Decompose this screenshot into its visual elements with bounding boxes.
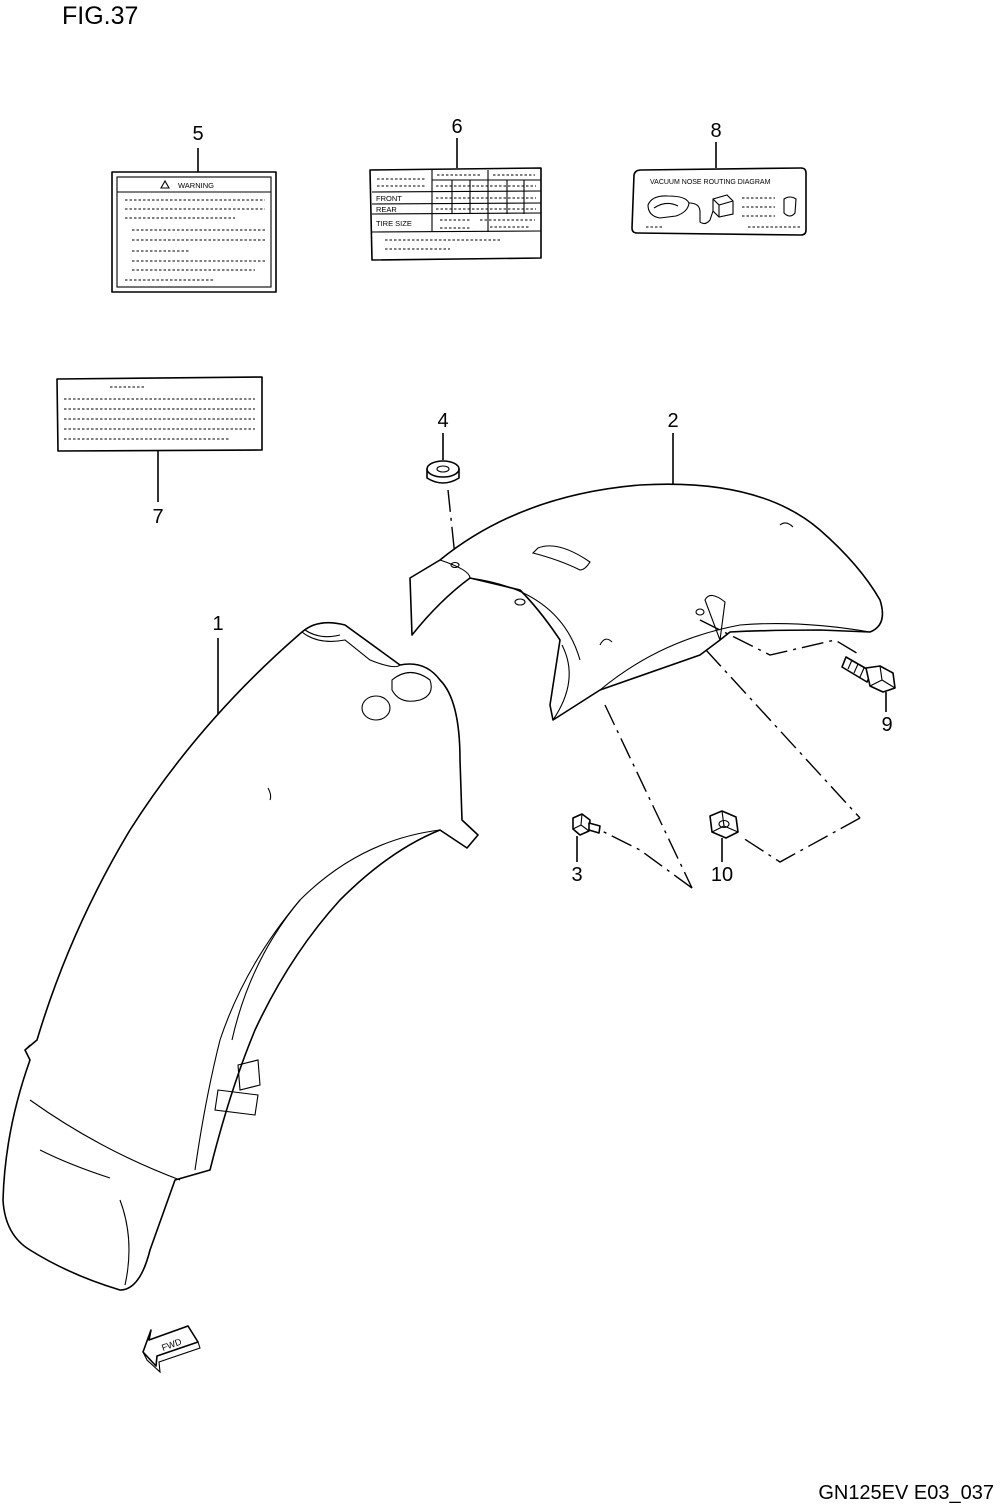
upper-fender-part-2[interactable] xyxy=(409,483,884,721)
callout-7: 7 xyxy=(152,506,163,528)
filter-icon xyxy=(783,196,797,217)
forward-arrow-icon: FWD xyxy=(142,1325,201,1374)
info-label-part-7[interactable] xyxy=(56,376,263,502)
rear-fender-part-1[interactable] xyxy=(2,621,479,1291)
callout-3: 3 xyxy=(571,864,582,886)
vacuum-title-text: VACUUM NOSE ROUTING DIAGRAM xyxy=(650,179,771,186)
figure-title: FIG.37 xyxy=(62,2,139,30)
vacuum-hose-label-part-8[interactable]: VACUUM NOSE ROUTING DIAGRAM xyxy=(631,142,807,236)
callout-9: 9 xyxy=(881,714,892,736)
warning-triangle-icon xyxy=(160,179,170,189)
small-bolt-part-3[interactable] xyxy=(572,813,601,836)
warning-label-text: WARNING xyxy=(178,181,214,190)
tire-front-text: FRONT xyxy=(376,194,402,203)
tire-info-label-part-6[interactable]: FRONT REAR TIRE SIZE xyxy=(369,138,542,261)
hose-route-line xyxy=(688,202,714,225)
tire-rear-text: REAR xyxy=(376,205,397,214)
callout-10: 10 xyxy=(711,864,733,886)
callout-2: 2 xyxy=(667,410,678,432)
diagram-code: GN125EV E03_037 xyxy=(818,1482,994,1504)
callout-6: 6 xyxy=(451,116,462,138)
callout-8: 8 xyxy=(710,120,721,142)
tire-size-text: TIRE SIZE xyxy=(376,219,412,228)
bolt-part-9[interactable] xyxy=(841,656,896,693)
carburetor-icon xyxy=(647,195,690,219)
grommet-part-4[interactable] xyxy=(426,460,460,484)
callout-1: 1 xyxy=(212,613,223,635)
warning-label-part-5[interactable]: WARNING xyxy=(111,148,277,293)
callout-5: 5 xyxy=(192,123,203,145)
nut-part-10[interactable] xyxy=(709,810,739,839)
callout-4: 4 xyxy=(437,410,448,432)
